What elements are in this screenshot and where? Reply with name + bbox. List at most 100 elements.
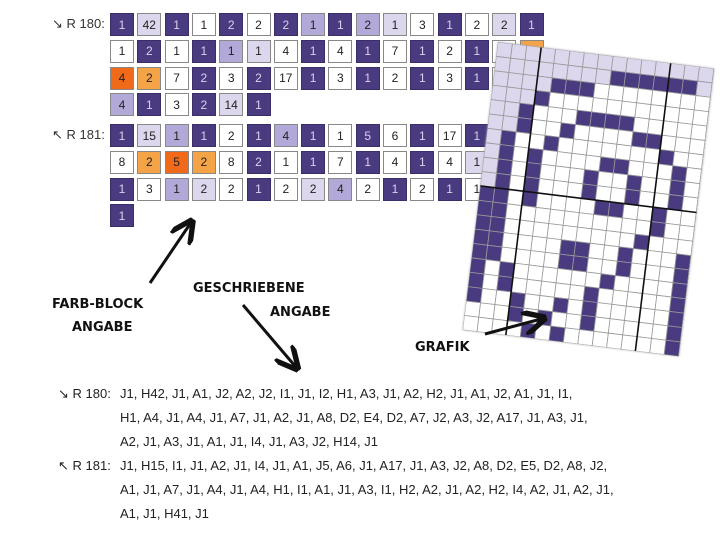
grafik-label: GRAFIK — [415, 340, 470, 355]
color-block-cell: 4 — [110, 93, 134, 117]
color-block-cell: 4 — [328, 39, 353, 63]
color-block-cell: 1 — [164, 13, 189, 36]
color-block-cell: 2 — [191, 177, 216, 201]
color-block-cell: 1 — [191, 39, 216, 63]
color-block-cell: 3 — [410, 13, 435, 36]
color-block-cell: 1 — [301, 39, 326, 63]
color-block-cell: 1 — [110, 204, 134, 228]
color-block-cell: 6 — [383, 124, 407, 147]
color-block-cell: 1 — [246, 93, 271, 117]
color-block-cell: 2 — [273, 177, 298, 201]
farb-block-label-2: ANGABE — [72, 320, 133, 335]
color-block-cell: 1 — [410, 124, 435, 147]
color-block-cell: 2 — [246, 150, 271, 174]
color-block-cell: 2 — [219, 177, 244, 201]
color-block-cell: 1 — [301, 150, 326, 174]
color-block-cell: 8 — [110, 150, 134, 174]
color-block-cell: 2 — [219, 13, 244, 36]
color-block-cell: 2 — [246, 13, 271, 36]
color-block-cell: 7 — [164, 66, 189, 90]
color-block-cell: 1 — [464, 39, 489, 63]
color-block-cell: 2 — [492, 13, 517, 36]
color-block-cell: 2 — [246, 66, 271, 90]
r180-line: A2, J1, A3, J1, A1, J1, I4, J1, A3, J2, … — [120, 434, 378, 449]
color-block-cell: 2 — [273, 13, 298, 36]
chart-stitch — [663, 339, 681, 357]
color-block-cell: 1 — [191, 124, 216, 147]
color-block-cell: 1 — [410, 39, 435, 63]
color-block-cell: 1 — [383, 13, 407, 36]
color-block-cell: 2 — [383, 66, 407, 90]
color-block-cell: 1 — [355, 39, 380, 63]
row-label: ↖ R 181: — [52, 127, 105, 142]
color-block-cell: 1 — [328, 124, 353, 147]
color-block-cell: 1 — [328, 13, 353, 36]
color-block-cell: 14 — [219, 93, 244, 117]
color-block-cell: 1 — [273, 150, 298, 174]
color-block-cell: 2 — [464, 13, 489, 36]
color-block-cell: 7 — [383, 39, 407, 63]
color-block-cell: 1 — [191, 13, 216, 36]
color-block-cell: 4 — [437, 150, 462, 174]
row-label: ↘ R 180: — [52, 16, 105, 31]
color-block-cell: 5 — [355, 124, 380, 147]
knitting-chart-graphic — [462, 42, 715, 357]
r181-label: ↖ R 181: — [58, 458, 111, 473]
geschriebene-label-2: ANGABE — [270, 305, 331, 320]
color-block-cell: 1 — [164, 177, 189, 201]
color-block-cell: 3 — [437, 66, 462, 90]
color-block-cell: 1 — [464, 66, 489, 90]
color-block-cell: 17 — [437, 124, 462, 147]
color-block-cell: 2 — [410, 177, 435, 201]
r181-line: A1, J1, A7, J1, A4, J1, A4, H1, I1, A1, … — [120, 482, 614, 497]
color-block-cell: 2 — [191, 66, 216, 90]
color-block-cell: 2 — [191, 150, 216, 174]
color-block-cell: 2 — [301, 177, 326, 201]
arrow-farb-block — [148, 224, 190, 284]
color-block-cell: 3 — [164, 93, 189, 117]
arrow-geschriebene — [241, 304, 295, 366]
color-block-cell: 42 — [137, 13, 162, 36]
arrow-grafik — [484, 319, 541, 336]
color-block-cell: 1 — [110, 39, 134, 63]
r180-line: J1, H42, J1, A1, J2, A2, J2, I1, J1, I2,… — [120, 386, 573, 401]
color-block-cell: 2 — [191, 93, 216, 117]
chart-guide-line — [480, 185, 697, 214]
color-block-cell: 2 — [137, 39, 162, 63]
color-block-cell: 1 — [110, 177, 134, 201]
color-block-cell: 1 — [110, 124, 134, 147]
color-block-cell: 1 — [246, 177, 271, 201]
color-block-cell: 2 — [137, 150, 162, 174]
color-block-cell: 2 — [437, 39, 462, 63]
color-block-cell: 2 — [355, 177, 380, 201]
r181-line: J1, H15, I1, J1, A2, J1, I4, J1, A1, J5,… — [120, 458, 608, 473]
color-block-cell: 1 — [301, 13, 326, 36]
geschriebene-label: GESCHRIEBENE — [193, 281, 305, 296]
r180-label: ↘ R 180: — [58, 386, 111, 401]
farb-block-label: FARB-BLOCK — [52, 297, 144, 312]
color-block-cell: 4 — [110, 66, 134, 90]
color-block-cell: 1 — [246, 39, 271, 63]
color-block-cell: 1 — [355, 66, 380, 90]
color-block-cell: 4 — [273, 39, 298, 63]
color-block-cell: 1 — [355, 150, 380, 174]
color-block-cell: 3 — [137, 177, 162, 201]
color-block-cell: 1 — [519, 13, 544, 36]
color-block-cell: 1 — [383, 177, 407, 201]
color-block-cell: 4 — [383, 150, 407, 174]
color-block-cell: 2 — [355, 13, 380, 36]
color-block-cell: 1 — [437, 177, 462, 201]
color-block-cell: 1 — [410, 150, 435, 174]
color-block-cell: 1 — [437, 13, 462, 36]
color-block-cell: 2 — [219, 124, 244, 147]
color-block-cell: 1 — [410, 66, 435, 90]
r181-line: A1, J1, H41, J1 — [120, 506, 209, 521]
color-block-cell: 1 — [164, 124, 189, 147]
color-block-cell: 1 — [164, 39, 189, 63]
color-block-cell: 4 — [328, 177, 353, 201]
color-block-cell: 4 — [273, 124, 298, 147]
color-block-cell: 3 — [328, 66, 353, 90]
color-block-cell: 3 — [219, 66, 244, 90]
color-block-cell: 1 — [301, 124, 326, 147]
